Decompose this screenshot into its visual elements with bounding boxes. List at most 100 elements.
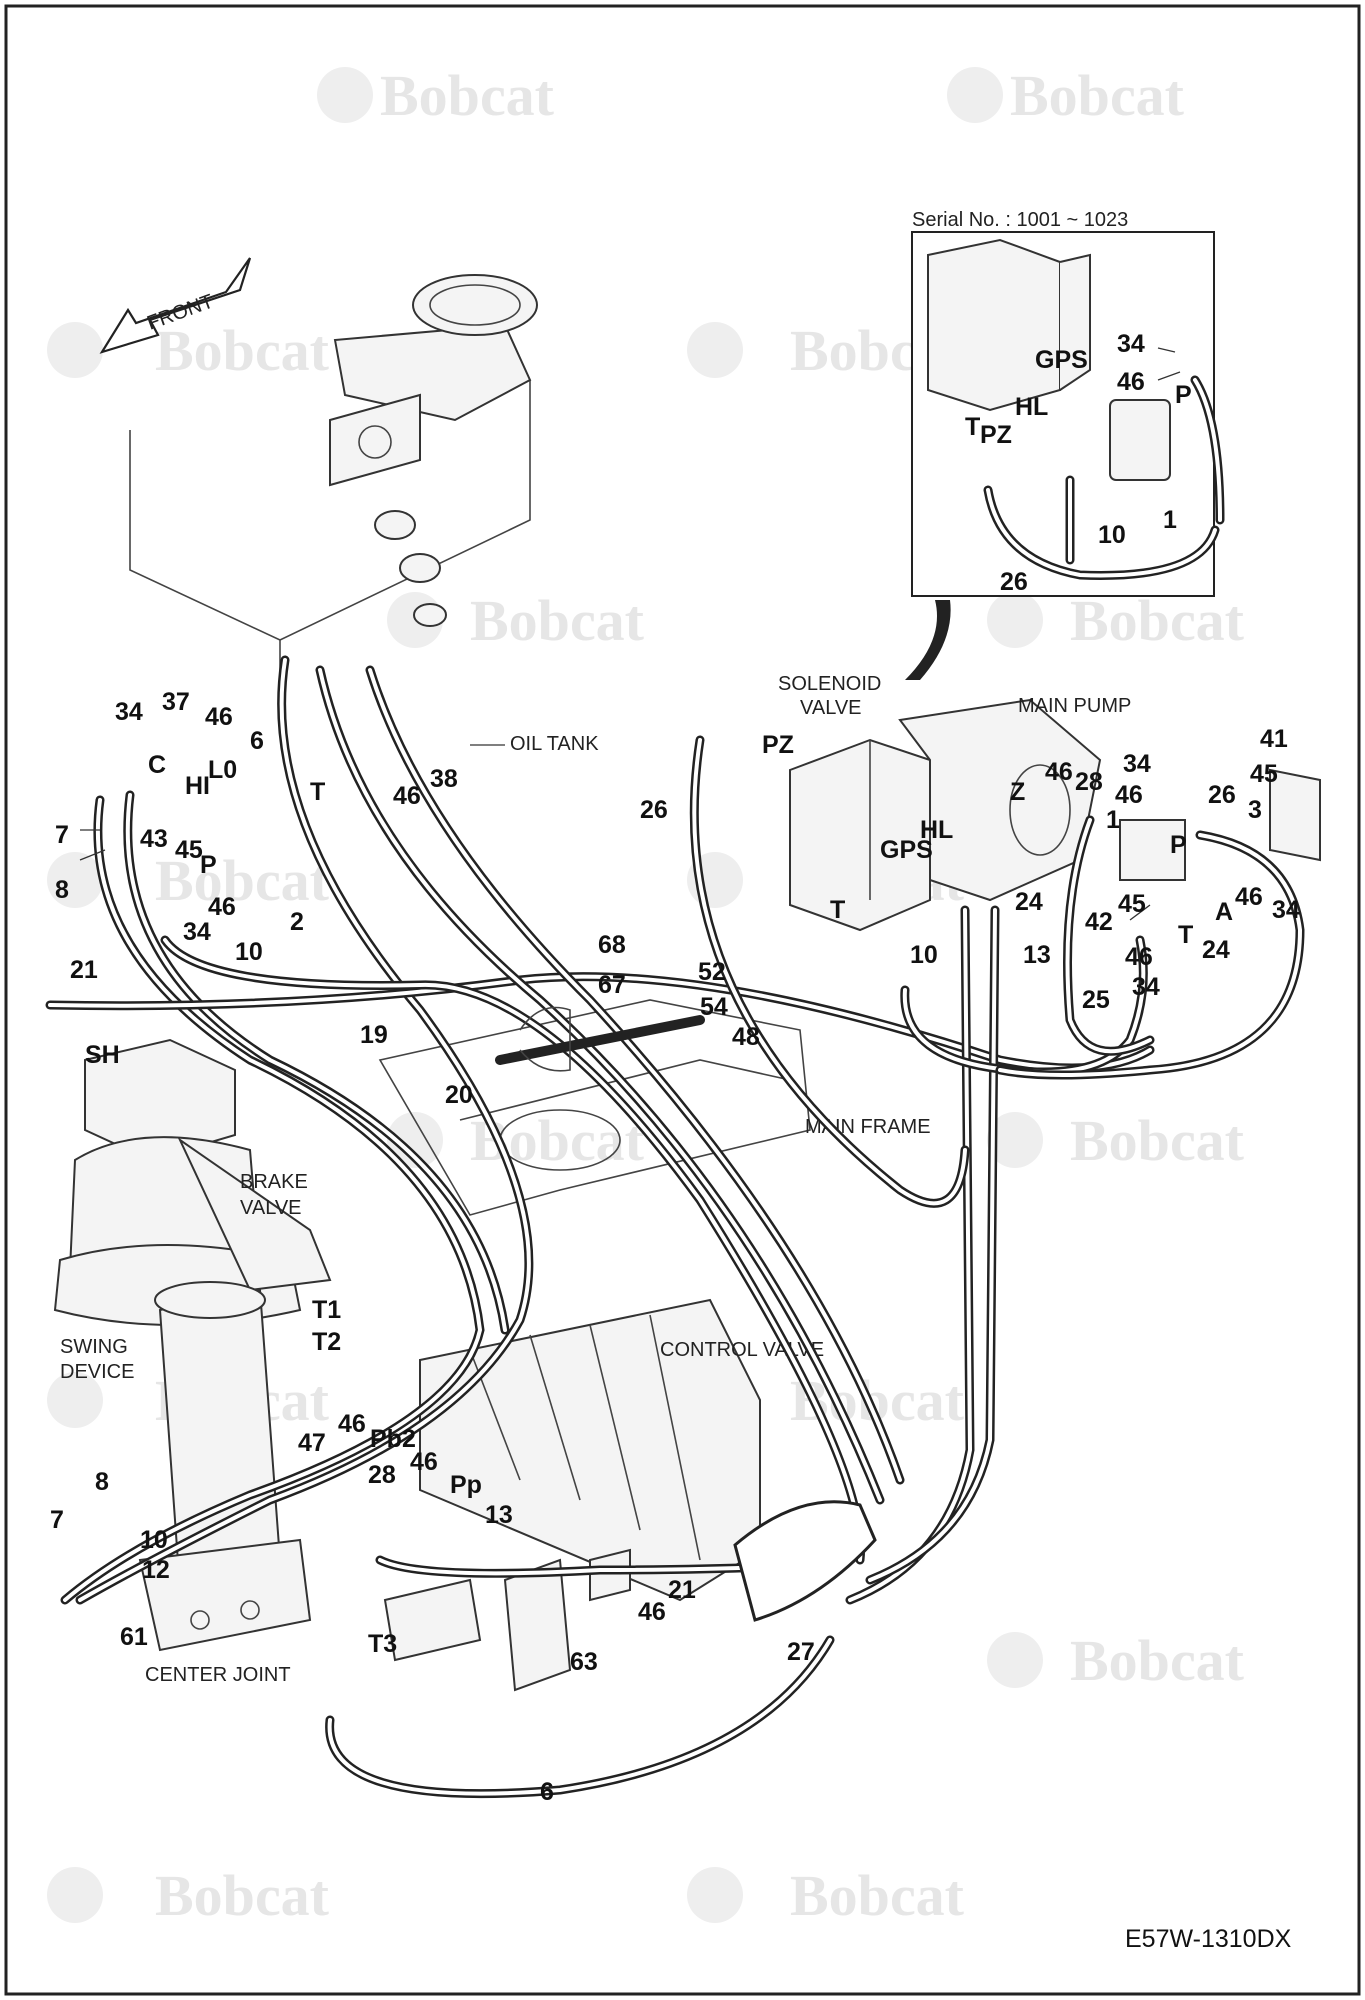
callout-label: 13 [1023, 941, 1051, 969]
callout-label: 41 [1260, 725, 1288, 753]
watermark-text: Bobcat [1010, 63, 1185, 128]
watermark-text: Bobcat [790, 1863, 965, 1928]
callout-label: 2 [290, 908, 304, 936]
callout-label: 63 [570, 1648, 598, 1676]
callout-label: 6 [250, 727, 264, 755]
callout-label: 34 [115, 698, 143, 726]
callout-label: 26 [1208, 781, 1236, 809]
hose-bundle [45, 655, 1305, 1799]
callout-label: 12 [142, 1556, 170, 1584]
callout-label: T [310, 778, 325, 806]
leader-lines [79, 347, 1181, 921]
callout-label: HI [185, 772, 210, 800]
main-pump-caption: MAIN PUMP [1018, 695, 1131, 717]
callout-label: 43 [140, 825, 168, 853]
drawing-code: E57W-1310DX [1125, 1925, 1292, 1953]
callout-label: 46 [208, 893, 236, 921]
callout-label: 61 [120, 1623, 148, 1651]
callout-label: T2 [312, 1328, 341, 1356]
callout-label: 68 [598, 931, 626, 959]
watermark-text: Bobcat [1070, 1628, 1245, 1693]
center-joint-caption: CENTER JOINT [145, 1664, 291, 1686]
callout-label: 46 [638, 1598, 666, 1626]
callout-label: T1 [312, 1296, 341, 1324]
callout-label: T [1178, 921, 1193, 949]
port-label: HL [1015, 393, 1048, 421]
callout-label: HL [920, 816, 953, 844]
callout-label: SH [85, 1041, 120, 1069]
callout-label: 46 [1125, 943, 1153, 971]
callout-label: 46 [338, 1410, 366, 1438]
solenoid-valve-and-main-pump: SOLENOID VALVE MAIN PUMP [778, 673, 1321, 932]
callout-label: 1 [1106, 806, 1120, 834]
callout-label: 6 [540, 1778, 554, 1806]
callout-label: 28 [368, 1461, 396, 1489]
callout-label: 3 [1248, 796, 1262, 824]
watermark-text: Bobcat [155, 848, 330, 913]
callout-label: 46 [1117, 368, 1145, 396]
callout-label: 46 [1115, 781, 1143, 809]
page-border [4, 4, 1361, 1996]
callout-label: 34 [1272, 896, 1300, 924]
callout-label: 24 [1015, 888, 1043, 916]
callout-label: 34 [183, 918, 211, 946]
callout-label: 34 [1117, 330, 1145, 358]
port-label: P [1175, 381, 1192, 409]
watermark-text: Bobcat [155, 318, 330, 383]
callout-label: 13 [485, 1501, 513, 1529]
callout-label: GPS [880, 836, 933, 864]
callout-label: 34 [1132, 973, 1160, 1001]
oil-tank: OIL TANK [129, 274, 599, 755]
callout-label: 45 [1118, 890, 1146, 918]
callout-label: 48 [732, 1023, 760, 1051]
swing-device-caption-1: SWING [60, 1336, 128, 1358]
callout-label: 46 [205, 703, 233, 731]
port-label: PZ [980, 421, 1012, 449]
callout-label: P [1170, 831, 1187, 859]
lower-blocks [383, 1548, 631, 1692]
callout-label: 45 [1250, 760, 1278, 788]
inset-port-labels: GPS P HL T PZ [965, 346, 1192, 449]
callout-label: 20 [445, 1081, 473, 1109]
callout-label: T3 [368, 1630, 397, 1658]
callout-label: 10 [140, 1526, 168, 1554]
callout-label: 46 [410, 1448, 438, 1476]
callout-label: 45 [175, 836, 203, 864]
callout-label: 21 [70, 956, 98, 984]
callout-label: Pp [450, 1471, 482, 1499]
callout-label: 8 [95, 1468, 109, 1496]
callout-label: 7 [55, 821, 69, 849]
watermark-text: Bobcat [1070, 588, 1245, 653]
watermark-text: Bobcat [380, 63, 555, 128]
callout-label: 47 [298, 1429, 326, 1457]
port-label: T [965, 413, 980, 441]
callout-label: 28 [1075, 768, 1103, 796]
swing-device-caption-2: DEVICE [60, 1361, 134, 1383]
watermark-text: Bobcat [155, 1863, 330, 1928]
callout-label: 1 [1163, 506, 1177, 534]
brake-valve-caption-2: VALVE [240, 1197, 302, 1219]
callout-label: 10 [910, 941, 938, 969]
callout-label: 24 [1202, 936, 1230, 964]
callout-label: 37 [162, 688, 190, 716]
callout-label: 10 [1098, 521, 1126, 549]
callout-label: C [148, 751, 166, 779]
callout-label: 52 [698, 958, 726, 986]
callout-label: Z [1010, 778, 1025, 806]
callout-label: 38 [430, 765, 458, 793]
callout-label: P [200, 851, 217, 879]
control-valve-caption: CONTROL VALVE [660, 1339, 824, 1361]
oil-tank-caption: OIL TANK [510, 733, 599, 755]
callout-label: 7 [50, 1506, 64, 1534]
callout-label: 19 [360, 1021, 388, 1049]
callout-label: A [1215, 898, 1233, 926]
callout-label: L0 [208, 756, 237, 784]
serial-inset: Serial No. : 1001 ~ 1023 [905, 209, 1225, 680]
callout-label: 27 [787, 1638, 815, 1666]
callout-label: T [830, 896, 845, 924]
callout-label: Pb2 [370, 1425, 416, 1453]
callout-label: 54 [700, 993, 728, 1021]
callout-label: 67 [598, 971, 626, 999]
